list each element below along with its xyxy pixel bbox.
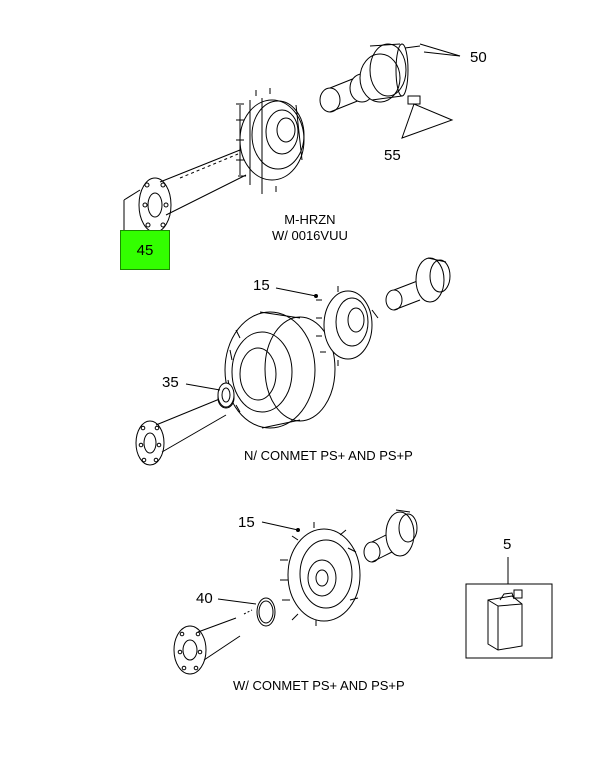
callout-15-bottom: 15 [238, 514, 255, 531]
callout-50: 50 [470, 49, 487, 66]
note-top: M-HRZN W/ 0016VUU [272, 212, 348, 245]
middle-brake-drum [224, 311, 336, 429]
callout-35: 35 [162, 374, 179, 391]
callout-45-highlighted[interactable]: 45 [120, 230, 170, 270]
bottom-hub-assembly [280, 522, 361, 626]
top-hub-assembly [236, 88, 305, 194]
note-bottom: W/ CONMET PS+ AND PS+P [233, 678, 405, 693]
oil-jug-icon [487, 589, 523, 651]
callout-5: 5 [503, 536, 512, 553]
top-leader-lines [123, 43, 461, 230]
note-middle: N/ CONMET PS+ AND PS+P [244, 448, 413, 463]
callout-55: 55 [384, 147, 401, 164]
bottom-snap-ring [256, 597, 276, 627]
callout-40: 40 [196, 590, 213, 607]
callout-45-label: 45 [136, 241, 154, 259]
middle-seal [217, 382, 235, 408]
bottom-spindle [363, 509, 418, 563]
note-top-line1: M-HRZN [284, 212, 336, 227]
bottom-leader-lines [217, 521, 300, 605]
note-top-line2: W/ 0016VUU [272, 228, 348, 244]
middle-spindle [385, 257, 451, 311]
callout-15-middle: 15 [253, 277, 270, 294]
top-spindle [319, 43, 421, 113]
top-axle-shaft [138, 149, 247, 233]
middle-hub-assembly [316, 286, 379, 366]
middle-leader-lines [185, 287, 318, 391]
bottom-axle-shaft [173, 609, 253, 675]
